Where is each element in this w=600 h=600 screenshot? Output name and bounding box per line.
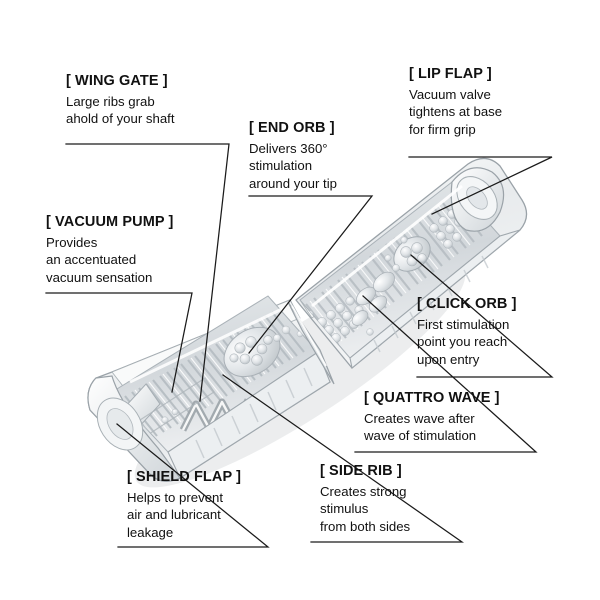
callout-body-shield-flap: Helps to prevent air and lubricant leaka…: [127, 489, 224, 540]
callout-body-lip-flap: Vacuum valve tightens at base for firm g…: [409, 86, 503, 137]
callout-title-lip-flap: [ LIP FLAP ]: [409, 66, 492, 82]
callout-wing-gate: [ WING GATE ] Large ribs grab ahold of y…: [66, 72, 175, 128]
callout-vacuum-pump: [ VACUUM PUMP ] Provides an accentuated …: [46, 213, 173, 286]
callout-shield-flap: [ SHIELD FLAP ] Helps to prevent air and…: [127, 468, 241, 541]
callout-title-vacuum-pump: [ VACUUM PUMP ]: [46, 214, 174, 230]
callout-body-wing-gate: Large ribs grab ahold of your shaft: [66, 93, 175, 127]
callout-body-quattro-wave: Creates wave after wave of stimulation: [364, 410, 477, 444]
callout-body-click-orb: First stimulation point you reach upon e…: [417, 316, 510, 367]
device-lower-half: [87, 295, 331, 482]
callout-body-side-rib: Creates strong stimulus from both sides: [320, 483, 411, 534]
callout-title-side-rib: [ SIDE RIB ]: [320, 463, 402, 479]
callout-end-orb: [ END ORB ] Delivers 360° stimulation ar…: [249, 119, 337, 192]
callout-title-wing-gate: [ WING GATE ]: [66, 73, 168, 89]
callout-title-end-orb: [ END ORB ]: [249, 120, 335, 136]
callout-body-vacuum-pump: Provides an accentuated vacuum sensation: [46, 234, 153, 285]
callout-quattro-wave: [ QUATTRO WAVE ] Creates wave after wave…: [364, 389, 500, 445]
callout-body-end-orb: Delivers 360° stimulation around your ti…: [249, 140, 337, 191]
callout-title-shield-flap: [ SHIELD FLAP ]: [127, 469, 242, 485]
callout-side-rib: [ SIDE RIB ] Creates strong stimulus fro…: [320, 462, 410, 535]
callout-title-quattro-wave: [ QUATTRO WAVE ]: [364, 390, 500, 406]
callout-title-click-orb: [ CLICK ORB ]: [417, 296, 517, 312]
callout-lip-flap: [ LIP FLAP ] Vacuum valve tightens at ba…: [409, 65, 502, 138]
callout-click-orb: [ CLICK ORB ] First stimulation point yo…: [417, 295, 517, 368]
